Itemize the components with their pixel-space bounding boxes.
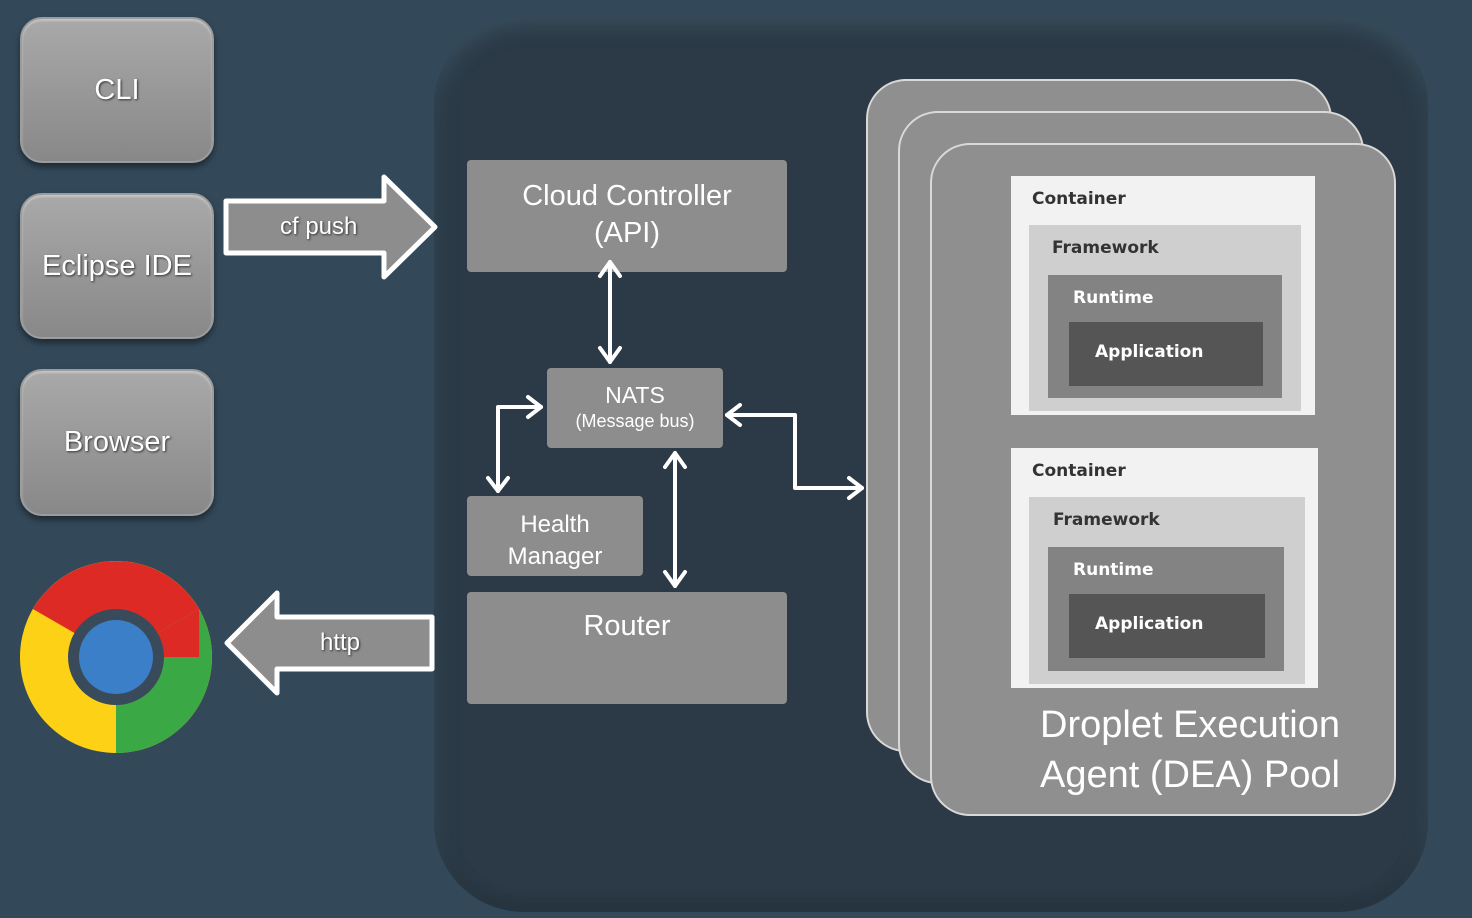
cloud-controller-sublabel: (API) <box>593 217 661 249</box>
nats-label: NATS <box>605 382 665 408</box>
router-label: Router <box>583 610 671 642</box>
application-1-label: Application <box>1095 342 1204 362</box>
framework-2-label: Framework <box>1053 510 1160 530</box>
nats-box: NATS (Message bus) <box>547 368 723 448</box>
container-2-label: Container <box>1032 461 1126 481</box>
cloud-controller-label: Cloud Controller <box>522 180 732 212</box>
application-2: Application <box>1069 594 1265 658</box>
nats-health-arrowhead-down <box>486 476 510 493</box>
framework-2: Framework Runtime Application <box>1029 497 1305 684</box>
framework-1: Framework Runtime Application <box>1029 225 1301 411</box>
framework-1-label: Framework <box>1052 238 1159 258</box>
nats-sublabel: (Message bus) <box>575 411 695 431</box>
dea-pool-label-line2: Agent (DEA) Pool <box>1040 754 1340 796</box>
nats-dea-arrowhead-left <box>725 403 742 427</box>
health-manager-label-line1: Health <box>520 511 590 538</box>
cf-push-arrow <box>223 174 438 280</box>
eclipse-ide-button[interactable]: Eclipse IDE <box>20 193 214 339</box>
runtime-2-label: Runtime <box>1073 560 1154 580</box>
browser-label: Browser <box>63 426 171 458</box>
cli-button[interactable]: CLI <box>20 17 214 163</box>
http-arrow <box>224 590 435 696</box>
nats-router-arrowhead-up <box>663 451 687 469</box>
health-manager-label-line2: Manager <box>507 543 603 570</box>
cc-nats-arrowhead-down <box>598 346 622 364</box>
nats-health-arrowhead-right <box>526 395 543 419</box>
nats-dea-connector <box>725 413 864 490</box>
http-label: http <box>320 629 361 656</box>
cf-push-label: cf push <box>280 213 358 240</box>
runtime-2: Runtime Application <box>1048 547 1284 671</box>
container-1-label: Container <box>1032 189 1126 209</box>
cli-label: CLI <box>94 73 140 106</box>
browser-button[interactable]: Browser <box>20 369 214 516</box>
container-1: Container Framework Runtime Application <box>1011 176 1315 415</box>
router-box: Router <box>467 592 787 704</box>
eclipse-ide-label: Eclipse IDE <box>42 249 192 282</box>
nats-router-arrowhead-down <box>663 570 687 588</box>
nats-health-connector <box>496 405 543 493</box>
nats-dea-arrowhead-right <box>847 476 864 500</box>
dea-pool-label-line1: Droplet Execution <box>1040 704 1340 746</box>
health-manager-box: Health Manager <box>467 496 643 576</box>
runtime-1: Runtime Application <box>1048 275 1282 398</box>
cloud-controller-box: Cloud Controller (API) <box>467 160 787 272</box>
dea-pool-label: Droplet Execution Agent (DEA) Pool <box>1020 700 1360 800</box>
application-1: Application <box>1069 322 1263 386</box>
container-2: Container Framework Runtime Application <box>1011 448 1318 688</box>
chrome-logo-icon <box>20 561 212 753</box>
cc-nats-arrowhead-up <box>598 260 622 278</box>
runtime-1-label: Runtime <box>1073 288 1154 308</box>
application-2-label: Application <box>1095 614 1204 634</box>
